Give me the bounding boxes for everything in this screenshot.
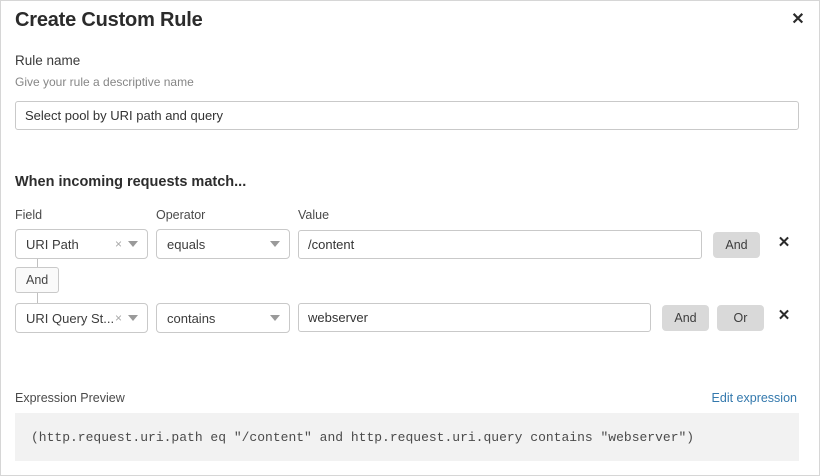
chevron-down-icon[interactable] — [128, 241, 138, 247]
and-button-row-1[interactable]: And — [713, 232, 760, 258]
expression-preview-label: Expression Preview — [15, 391, 125, 405]
rule-name-input[interactable] — [15, 101, 799, 130]
value-input-row-1[interactable] — [298, 230, 702, 259]
edit-expression-link[interactable]: Edit expression — [711, 391, 797, 405]
chevron-down-icon[interactable] — [128, 315, 138, 321]
field-select-row-1[interactable]: URI Path × — [15, 229, 148, 259]
and-button-row-2[interactable]: And — [662, 305, 709, 331]
delete-row-icon[interactable]: ✕ — [773, 231, 795, 253]
rule-name-help-text: Give your rule a descriptive name — [15, 75, 194, 89]
connector-and-badge[interactable]: And — [15, 267, 60, 293]
column-header-value: Value — [298, 208, 330, 222]
operator-select-row-2[interactable]: contains — [156, 303, 290, 333]
clear-icon[interactable]: × — [114, 311, 122, 325]
column-header-operator: Operator — [156, 208, 206, 222]
match-section-heading: When incoming requests match... — [15, 174, 247, 190]
field-select-row-1-value: URI Path — [26, 236, 79, 252]
chevron-down-icon[interactable] — [270, 315, 280, 321]
expression-preview-code: (http.request.uri.path eq "/content" and… — [15, 413, 799, 461]
field-select-row-2[interactable]: URI Query St... × — [15, 303, 148, 333]
chevron-down-icon[interactable] — [270, 241, 280, 247]
or-button-row-2[interactable]: Or — [717, 305, 764, 331]
close-icon[interactable]: ✕ — [785, 7, 811, 33]
value-input-row-2[interactable] — [298, 303, 651, 332]
rule-name-label: Rule name — [15, 53, 81, 68]
clear-icon[interactable]: × — [114, 237, 122, 251]
dialog-title: Create Custom Rule — [15, 9, 203, 31]
operator-select-row-1[interactable]: equals — [156, 229, 290, 259]
field-select-row-2-value: URI Query St... — [26, 310, 113, 326]
column-header-field: Field — [15, 208, 43, 222]
delete-row-icon[interactable]: ✕ — [773, 304, 795, 326]
operator-select-row-2-value: contains — [167, 310, 216, 326]
operator-select-row-1-value: equals — [167, 236, 206, 252]
